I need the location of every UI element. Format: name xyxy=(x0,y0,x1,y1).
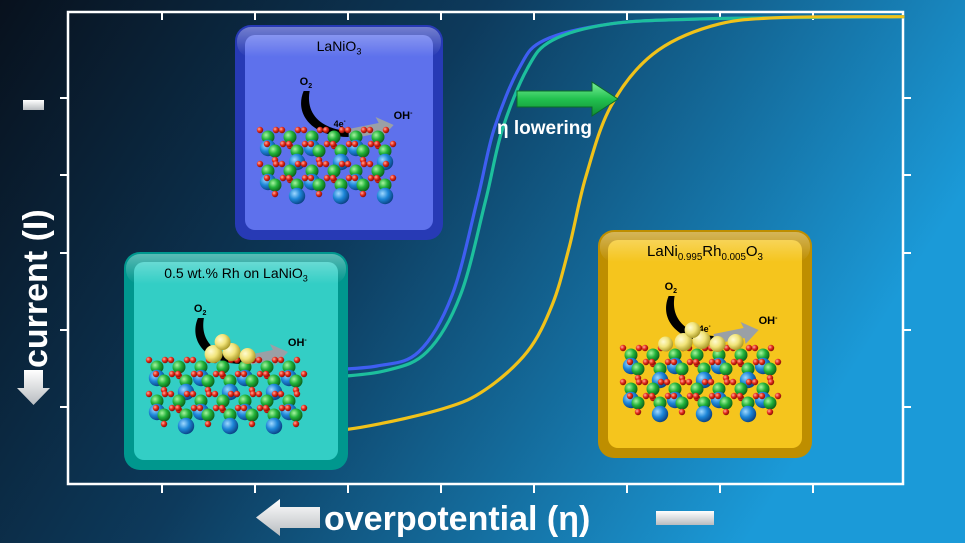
atom-lattice xyxy=(145,356,308,435)
grey-arrow-icon xyxy=(713,322,759,344)
eta-lowering-annotation: η lowering xyxy=(497,81,619,139)
oh-label: OH- xyxy=(759,315,779,327)
rh-atoms xyxy=(204,334,256,364)
o2-label: O2 xyxy=(300,76,313,90)
oh-label: OH- xyxy=(394,110,414,122)
x-axis-arrow-icon xyxy=(256,499,320,536)
y-axis-label: current (I) xyxy=(17,209,55,368)
plot-frame xyxy=(66,10,905,486)
o2-label: O2 xyxy=(194,303,207,317)
box-title: 0.5 wt.% Rh on LaNiO3 xyxy=(164,265,308,284)
y-axis-label-group: current (I) xyxy=(17,100,55,405)
atom-lattice xyxy=(619,344,782,423)
y-axis-bar-icon xyxy=(23,100,44,110)
oh-label: OH- xyxy=(288,337,308,349)
x-axis-label: overpotential (η) xyxy=(324,500,590,538)
reaction-curve-icon xyxy=(301,91,349,137)
box-title: LaNiO3 xyxy=(317,38,362,57)
green-arrow-icon xyxy=(516,81,619,117)
tick-marks xyxy=(60,12,911,493)
rh-atoms xyxy=(658,322,744,352)
x-axis-label-group: overpotential (η) xyxy=(256,499,714,538)
y-axis-arrow-icon xyxy=(17,370,50,405)
atom-lattice xyxy=(256,126,397,205)
electron-label: 4e- xyxy=(699,324,711,334)
x-axis-bar-icon xyxy=(656,511,714,525)
electron-label: 4e- xyxy=(334,119,346,129)
box-title: LaNi0.995Rh0.005O3 xyxy=(647,243,763,263)
o2-label: O2 xyxy=(665,281,678,295)
eta-lowering-label: η lowering xyxy=(497,118,592,139)
reaction-curve-icon xyxy=(666,296,714,342)
